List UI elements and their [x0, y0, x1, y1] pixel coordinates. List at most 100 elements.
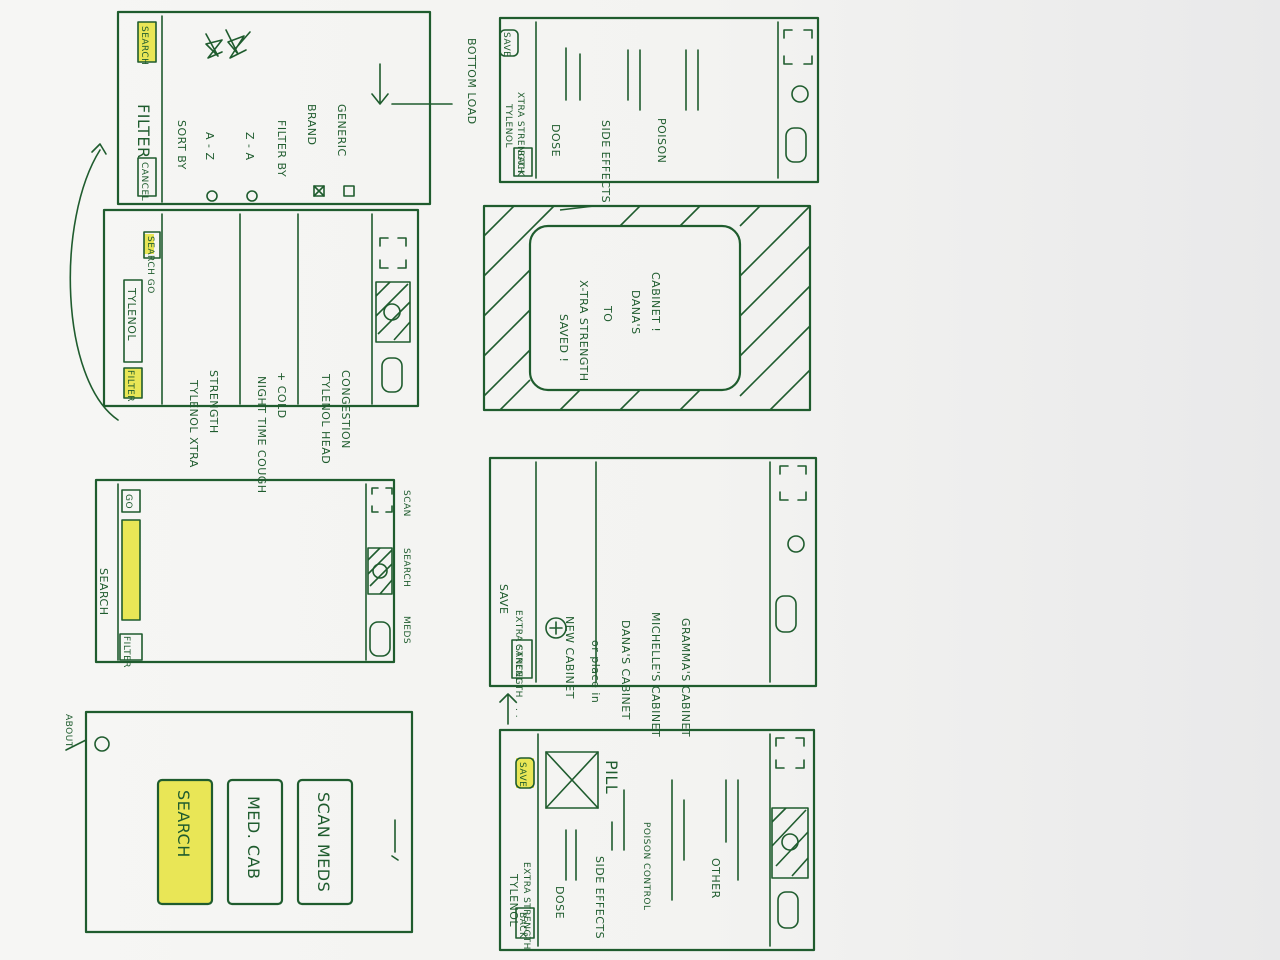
search-nav-scan[interactable]: SCAN — [371, 487, 411, 517]
search-nav-search[interactable]: SEARCH — [367, 547, 411, 595]
detail-small-poison-label: POISON — [655, 118, 668, 163]
dose-label: DOSE — [553, 886, 566, 919]
pill-icon — [369, 621, 391, 657]
filter-search-button[interactable]: SEARCH — [137, 21, 157, 65]
detail-small-screen: BACK TYLENOL XTRA STRENGTH SAVE DOSE SID… — [498, 16, 820, 203]
save-subtitle: EXTRA STRENGTH . . . — [513, 610, 523, 718]
generic-checkbox[interactable] — [343, 185, 355, 197]
search-go-button[interactable]: GO — [121, 489, 141, 513]
scan-frame-icon[interactable] — [379, 237, 407, 269]
search-nav-meds[interactable]: MEDS — [369, 616, 411, 657]
detail-title: TYLENOL — [507, 873, 520, 927]
generic-label: GENERIC — [335, 104, 348, 157]
home-footer-mark — [391, 819, 399, 861]
list-item[interactable]: TYLENOL XTRA STRENGTH — [187, 370, 220, 468]
magnifier-icon — [781, 833, 799, 851]
about-arrow-icon — [65, 739, 87, 751]
magnifier-icon — [372, 563, 388, 579]
side-effects-label: SIDE EFFECTS — [593, 856, 606, 939]
search-filter-label: FILTER — [121, 636, 131, 668]
filter-by-label: FILTER BY — [275, 120, 288, 177]
other-label: OTHER — [709, 858, 722, 899]
sort-az-label: A - Z — [203, 132, 216, 161]
detail-small-dose-label: DOSE — [549, 124, 562, 157]
scan-frame-icon[interactable] — [783, 29, 813, 65]
detail-small-save-button[interactable]: SAVE — [499, 29, 519, 57]
home-phone-frame — [84, 710, 414, 934]
detail-phone-frame — [498, 728, 816, 952]
cabinet-option-gramma[interactable]: GRAMMA'S CABINET — [679, 618, 692, 737]
filter-screen: CANCEL FILTER SEARCH SORT BY A - Z Z - A… — [116, 10, 432, 206]
list-item[interactable]: NIGHT TIME COUGH + COLD — [255, 372, 288, 494]
detail-save-label: SAVE — [517, 762, 527, 787]
search-filter-button[interactable]: FILTER — [119, 633, 143, 668]
scan-frame-icon[interactable] — [775, 737, 805, 769]
new-cabinet-label: NEW CABINET — [563, 616, 576, 699]
saved-text: SAVED ! — [557, 314, 570, 362]
home-scanmeds-label: SCAN MEDS — [314, 792, 333, 892]
search-input[interactable] — [121, 519, 141, 621]
home-medcab-button[interactable]: MED. CAB — [226, 778, 284, 906]
search-title: SEARCH — [97, 568, 110, 616]
svg-text:+ COLD: + COLD — [275, 372, 288, 419]
magnifier-icon[interactable] — [791, 85, 809, 103]
detail-small-side-effects-label: SIDE EFFECTS — [599, 120, 612, 203]
results-search-go-label: SEARCH GO — [145, 236, 155, 294]
flow-arrow — [69, 149, 119, 421]
about-link[interactable]: ABOUT — [63, 714, 73, 748]
nav-meds-label: MEDS — [401, 616, 411, 644]
detail-subtitle: EXTRA STRENGTH — [521, 862, 531, 950]
pill-label: PILL — [602, 760, 621, 794]
detail-back-button[interactable]: BACK — [515, 907, 535, 939]
results-filter-button[interactable]: FILTER — [123, 367, 143, 402]
home-search-button[interactable]: SEARCH — [156, 778, 214, 906]
detail-nav-search[interactable] — [771, 807, 809, 879]
results-nav-search[interactable] — [375, 281, 411, 343]
home-scanmeds-button[interactable]: SCAN MEDS — [296, 778, 354, 906]
brand-label: BRAND — [305, 104, 318, 145]
svg-text:TYLENOL XTRA: TYLENOL XTRA — [187, 379, 200, 468]
scribble-icon — [205, 29, 251, 59]
save-cancel-button[interactable]: CANCEL — [511, 639, 533, 683]
saved-dialog-screen: SAVED ! X-TRA STRENGTH TO DANA'S CABINET… — [482, 204, 812, 412]
results-filter-label: FILTER — [125, 370, 135, 402]
results-query-text: TYLENOL — [125, 287, 138, 341]
saved-text: CABINET ! — [649, 272, 662, 332]
pill-icon[interactable] — [785, 127, 807, 163]
sort-za-label: Z - A — [243, 132, 256, 161]
about-icon[interactable] — [94, 736, 110, 752]
flow-arrow — [499, 693, 517, 725]
detail-small-back-button[interactable]: BACK — [513, 147, 533, 177]
brand-checkbox[interactable] — [313, 185, 325, 197]
list-item[interactable]: TYLENOL HEAD CONGESTION — [319, 370, 352, 464]
pill-icon[interactable] — [777, 891, 799, 929]
poison-control-label: POISON CONTROL — [641, 822, 651, 911]
cabinet-option-dana[interactable]: DANA'S CABINET — [619, 620, 632, 720]
checkmark-icon — [313, 185, 325, 197]
svg-text:NIGHT TIME COUGH: NIGHT TIME COUGH — [255, 376, 268, 494]
pill-icon[interactable] — [775, 595, 797, 633]
results-search-go-button[interactable]: SEARCH GO — [143, 231, 161, 294]
save-cancel-label: CANCEL — [513, 644, 523, 683]
detail-save-button[interactable]: SAVE — [515, 757, 535, 789]
sort-za-radio[interactable] — [246, 190, 258, 202]
dimmed-overlay — [483, 205, 811, 411]
cabinet-option-michelle[interactable]: MICHELLE'S CABINET — [649, 612, 662, 737]
scan-frame-icon[interactable] — [779, 465, 807, 501]
saved-dialog — [528, 224, 742, 392]
bottom-load-note: BOTTOM LOAD — [465, 38, 478, 125]
detail-small-subtitle: XTRA STRENGTH — [515, 92, 525, 174]
new-cabinet-button[interactable]: NEW CABINET — [545, 616, 576, 699]
magnifier-icon[interactable] — [787, 535, 805, 553]
filter-cancel-label: CANCEL — [139, 162, 149, 201]
filter-cancel-button[interactable]: CANCEL — [137, 157, 157, 201]
saved-text: X-TRA STRENGTH — [577, 280, 590, 382]
pill-icon[interactable] — [381, 357, 403, 393]
results-search-input[interactable]: TYLENOL — [123, 279, 143, 363]
arrowhead-icon — [91, 143, 107, 155]
results-screen: FILTER TYLENOL SEARCH GO TYLENOL XTRA ST… — [102, 208, 420, 494]
sort-az-radio[interactable] — [206, 190, 218, 202]
detail-screen: BACK TYLENOL EXTRA STRENGTH SAVE PILL DO… — [498, 728, 816, 952]
sort-by-label: SORT BY — [175, 120, 188, 170]
saved-text: DANA'S — [629, 290, 642, 335]
